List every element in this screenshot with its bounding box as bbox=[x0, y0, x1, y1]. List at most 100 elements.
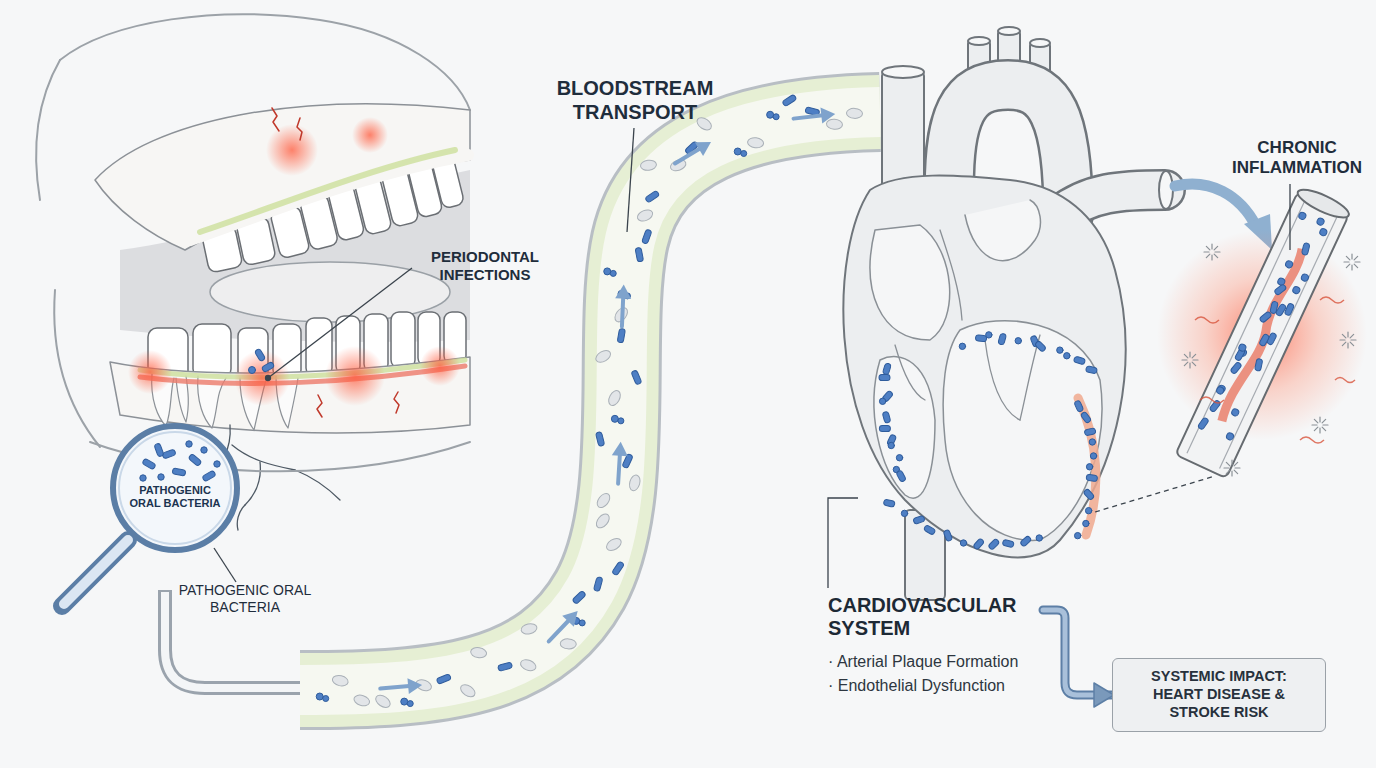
blood-cells-and-bacteria bbox=[773, 114, 779, 120]
system-heading: CARDIOVASCULAR SYSTEM · Arterial Plaque F… bbox=[828, 594, 1043, 698]
bullet-item: · Arterial Plaque Formation bbox=[828, 650, 1043, 674]
inflammation-sparks bbox=[1192, 354, 1196, 358]
inflammation-sparks bbox=[1355, 261, 1360, 262]
mouth-illustration bbox=[128, 350, 172, 394]
mouth-illustration bbox=[391, 312, 415, 368]
mouth-illustration bbox=[317, 395, 322, 417]
mouth-illustration bbox=[420, 346, 460, 386]
blood-cells-and-bacteria bbox=[549, 618, 571, 641]
mouth-illustration bbox=[193, 324, 231, 378]
heart-bacteria bbox=[879, 425, 890, 431]
inflamed-artery bbox=[1157, 185, 1367, 479]
inflammation-sparks bbox=[1211, 244, 1212, 249]
mouth-illustration bbox=[325, 346, 385, 406]
lens-outline bbox=[119, 432, 231, 544]
blood-cells-and-bacteria bbox=[470, 646, 487, 658]
blood-cells-and-bacteria bbox=[782, 94, 797, 107]
inflammation-sparks bbox=[1226, 462, 1230, 466]
heart-bacteria bbox=[901, 510, 907, 516]
heart-bacteria bbox=[1084, 428, 1096, 436]
leader-lines bbox=[828, 498, 858, 588]
blood-cells-and-bacteria bbox=[793, 106, 837, 127]
blood-cells-and-bacteria bbox=[695, 135, 715, 156]
flow-arrow bbox=[1094, 683, 1114, 707]
blood-cells-and-bacteria bbox=[612, 441, 629, 456]
lens-outline bbox=[140, 475, 146, 481]
blood-cells-and-bacteria bbox=[628, 474, 642, 492]
magnifier-handle bbox=[62, 540, 128, 606]
blood-cells-and-bacteria bbox=[401, 698, 408, 705]
heart-illustration bbox=[884, 370, 905, 480]
artery-bacteria bbox=[1292, 285, 1301, 294]
heart-illustration bbox=[940, 230, 962, 320]
heart-illustration bbox=[843, 176, 1125, 558]
inflammation-sparks bbox=[1319, 417, 1320, 422]
inflammation-sparks bbox=[1350, 342, 1354, 346]
mouth-illustration bbox=[266, 124, 318, 176]
heart-illustration bbox=[882, 66, 924, 78]
leader-lines bbox=[1289, 184, 1290, 250]
inflammation-sparks bbox=[1319, 428, 1320, 433]
blood-cells-and-bacteria bbox=[316, 94, 862, 710]
heart-illustration bbox=[1030, 39, 1050, 47]
inflammation-sparks bbox=[1184, 354, 1188, 358]
blood-cells-and-bacteria bbox=[642, 229, 652, 244]
artery-bacteria bbox=[1231, 408, 1240, 417]
annotation-label: CHRONIC INFLAMMATION bbox=[1212, 138, 1376, 179]
heart-illustration bbox=[965, 337, 1088, 372]
blood-cells-and-bacteria bbox=[636, 208, 655, 223]
blood-cells-and-bacteria bbox=[520, 622, 538, 635]
heart-bacteria bbox=[1036, 535, 1042, 541]
annotation-label: BLOODSTREAM TRANSPORT bbox=[540, 76, 730, 124]
blood-vessel bbox=[300, 112, 880, 690]
inflammation-sparks bbox=[1234, 470, 1238, 474]
heart-bacteria bbox=[882, 363, 891, 375]
mouth-illustration bbox=[54, 290, 100, 447]
blood-cells-and-bacteria bbox=[734, 148, 741, 155]
blood-cells-and-bacteria bbox=[614, 284, 632, 327]
blood-cells-and-bacteria bbox=[543, 605, 584, 646]
heart-illustration bbox=[874, 357, 935, 499]
artery-bacteria bbox=[1259, 333, 1270, 346]
heart-bacteria bbox=[896, 455, 902, 461]
inflammation-sparks bbox=[1312, 424, 1317, 425]
heart-illustration bbox=[1078, 398, 1096, 535]
blood-cells-and-bacteria bbox=[594, 348, 613, 365]
heart-bacteria bbox=[1020, 535, 1032, 547]
leader-lines bbox=[214, 548, 236, 582]
blood-cells-and-bacteria bbox=[640, 159, 657, 171]
lens-outline bbox=[202, 470, 216, 482]
annotation-label: PERIODONTAL INFECTIONS bbox=[410, 248, 560, 284]
inflammation-sparks bbox=[1342, 334, 1346, 338]
artery-bacteria bbox=[1284, 260, 1293, 269]
blood-cells-and-bacteria bbox=[407, 677, 422, 694]
lens-outline bbox=[172, 468, 186, 476]
leader-lines bbox=[214, 128, 1290, 588]
mouth-illustration bbox=[140, 366, 465, 383]
heart-bacteria bbox=[879, 332, 1098, 551]
inflammation-sparks bbox=[1351, 254, 1352, 259]
inflammation-sparks bbox=[1322, 419, 1326, 423]
heart-illustration bbox=[998, 27, 1020, 35]
mouth-illustration bbox=[245, 462, 260, 505]
inflammation-sparks bbox=[1351, 265, 1352, 270]
artery-bacteria bbox=[1316, 217, 1325, 226]
inflamed-artery bbox=[1295, 185, 1353, 223]
blood-cells-and-bacteria bbox=[767, 111, 774, 118]
heart-bacteria bbox=[1083, 488, 1095, 500]
lens-outline bbox=[158, 474, 164, 480]
mouth-illustration bbox=[60, 14, 470, 110]
heart-bacteria bbox=[1090, 453, 1096, 459]
lens-outline bbox=[142, 458, 156, 470]
lens-outline bbox=[186, 441, 192, 447]
heart-illustration bbox=[870, 200, 1102, 540]
blood-cells-and-bacteria bbox=[618, 418, 624, 424]
heart-bacteria bbox=[923, 525, 936, 536]
heart-bacteria bbox=[879, 398, 885, 404]
leader-lines bbox=[268, 268, 412, 378]
system-title: CARDIOVASCULAR SYSTEM bbox=[828, 594, 1043, 640]
heart-bacteria bbox=[1085, 366, 1097, 374]
blood-cells-and-bacteria bbox=[610, 441, 629, 484]
blood-vessel bbox=[300, 112, 880, 690]
artery-bacteria bbox=[1197, 208, 1334, 444]
